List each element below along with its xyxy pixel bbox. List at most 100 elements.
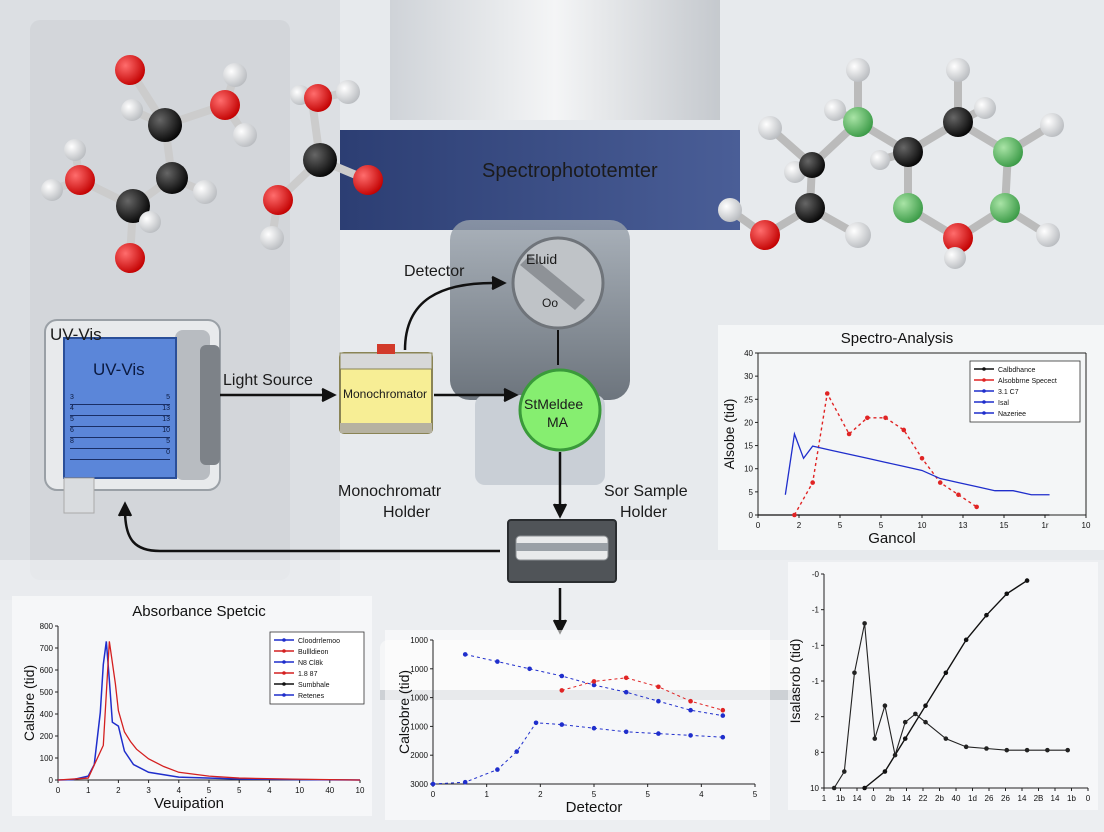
y-axis-label: Isalasrob (tid) [788,639,803,724]
data-point [974,504,979,510]
x-tick-label: 40 [325,786,334,795]
sample-circle [518,368,602,452]
y-tick-label: 30 [744,372,753,381]
data-point [831,785,837,791]
x-tick-label: 2b [935,794,944,803]
x-tick-label: 10 [918,521,927,530]
monochromator-box [339,344,433,434]
data-point [462,779,468,785]
screen-row-right: 5 [166,438,170,445]
legend-marker [982,378,986,382]
y-tick-label: -1 [812,641,820,650]
data-point [862,785,867,791]
screen-row-left: 5 [70,416,74,423]
y-tick-label: 1000 [410,694,428,703]
screen-row: 0 [70,449,170,460]
data-point [527,666,532,672]
x-tick-label: 5 [645,790,650,799]
x-tick-label: 0 [871,794,876,803]
x-tick-label: 10 [356,786,365,795]
y-tick-label: 0 [49,776,54,785]
x-tick-label: 14 [1051,794,1060,803]
detector-disc-text-2: Oo [542,296,559,310]
data-point [688,698,693,704]
screen-row-left: 8 [70,438,74,445]
y-tick-label: -1 [812,677,820,686]
y-tick-label: 20 [744,418,753,427]
data-point [865,415,870,421]
data-point [495,767,500,772]
uvvis-outer-label: UV-Vis [50,325,102,344]
x-tick-label: 5 [838,521,843,530]
data-point [862,621,867,626]
x-tick-label: 10 [1082,521,1091,530]
data-point [688,733,693,738]
sample-holder [507,519,617,583]
y-tick-label: 500 [40,688,54,697]
y-tick-label: -1 [812,606,820,615]
data-point [720,713,726,718]
chart-panel [385,630,770,820]
data-point [883,415,888,421]
data-point [462,652,468,657]
x-tick-label: 1d [968,794,977,803]
x-tick-label: 3 [146,786,151,795]
chart-panel [788,562,1098,810]
y-tick-label: 3000 [410,780,428,789]
chart-panel [718,325,1104,550]
legend-marker [982,367,986,371]
data-point [923,719,928,725]
x-tick-label: 2 [538,790,543,799]
legend-entry: 3.1 C7 [998,389,1019,396]
y-tick-label: 400 [40,710,54,719]
legend-marker [982,411,986,415]
y-tick-label: 25 [744,395,753,404]
y-tick-label: 5 [749,488,754,497]
data-point [919,456,925,461]
x-tick-label: 13 [959,521,968,530]
x-tick-label: 14 [853,794,862,803]
data-point [591,679,597,684]
data-point [923,703,928,708]
chart-title: Absorbance Spetcic [132,603,266,620]
data-point [533,720,539,726]
legend-marker [982,400,986,404]
data-point [892,752,898,758]
y-tick-label: 2 [815,713,820,722]
data-point [1024,578,1030,583]
legend-marker [282,649,286,653]
data-point [1004,591,1010,597]
legend-box [269,631,365,705]
y-tick-label: 40 [744,349,753,358]
x-tick-label: 1 [86,786,91,795]
data-point [901,427,907,433]
data-point [882,769,888,774]
x-tick-label: 14 [1018,794,1027,803]
data-point [688,707,693,713]
data-point [623,689,629,695]
y-tick-label: 15 [744,442,753,451]
flow-arrows [117,275,568,635]
x-tick-label: 5 [879,521,884,530]
legend-entry: N8 Cl8k [298,660,323,667]
monochromator-box-label: Monochromator [343,387,428,401]
screen-row-right: 5 [166,394,170,401]
x-tick-label: 4 [267,786,272,795]
data-point [1024,747,1030,753]
x-tick-label: 1 [822,794,827,803]
data-point [824,391,830,396]
data-point [720,734,726,740]
x-tick-label: 22 [919,794,928,803]
data-point [963,744,969,750]
x-tick-label: 2 [116,786,121,795]
data-point [902,719,908,725]
data-point [1065,747,1070,753]
data-point [984,612,989,618]
legend-entry: Retenes [298,693,325,700]
data-point [559,722,565,727]
data-point [846,431,852,437]
data-point [430,781,436,787]
